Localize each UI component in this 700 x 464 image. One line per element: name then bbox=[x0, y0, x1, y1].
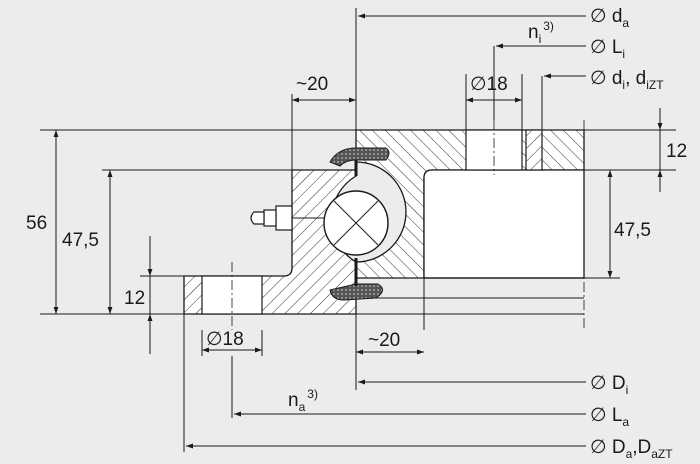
label-l-a: ∅ La bbox=[590, 405, 629, 429]
label-d-a-big: ∅ Da,DaZT bbox=[590, 437, 673, 461]
dim-height-56: 56 bbox=[26, 213, 47, 234]
label-d-i: ∅ di, diZT bbox=[590, 68, 664, 92]
dim-height-12-left: 12 bbox=[124, 288, 145, 309]
label-n-a: na3) bbox=[288, 387, 318, 414]
svg-text:∅ da: ∅ da bbox=[590, 6, 629, 30]
inner-ring bbox=[355, 120, 585, 279]
svg-text:∅ Di: ∅ Di bbox=[590, 373, 628, 397]
dim-height-47-5-left: 47,5 bbox=[62, 230, 99, 251]
label-d-i-big: ∅ Di bbox=[590, 373, 628, 397]
label-d-a: ∅ da bbox=[590, 6, 629, 30]
label-n-i: ni3) bbox=[528, 19, 554, 46]
extension-lines bbox=[40, 8, 676, 452]
dim-top-approx: ~20 bbox=[296, 74, 328, 95]
top-seal bbox=[329, 147, 390, 167]
dim-height-12-right: 12 bbox=[666, 141, 687, 162]
svg-text:∅ Da,DaZT: ∅ Da,DaZT bbox=[590, 437, 673, 461]
dim-height-47-5-right: 47,5 bbox=[614, 220, 651, 241]
svg-text:∅ La: ∅ La bbox=[590, 405, 629, 429]
svg-text:∅ di, diZT: ∅ di, diZT bbox=[590, 68, 664, 92]
dim-hole-bottom: ∅18 bbox=[206, 329, 244, 350]
dim-bottom-approx: ~20 bbox=[368, 330, 400, 351]
dim-hole-top: ∅18 bbox=[470, 74, 508, 95]
svg-text:ni3): ni3) bbox=[528, 19, 554, 46]
outer-ring bbox=[183, 169, 357, 330]
grease-nipple bbox=[250, 205, 324, 231]
svg-text:∅ Li: ∅ Li bbox=[590, 37, 625, 61]
label-l-i: ∅ Li bbox=[590, 37, 625, 61]
ball bbox=[323, 190, 389, 256]
dimension-arrows bbox=[53, 13, 663, 449]
svg-text:na3): na3) bbox=[288, 387, 318, 414]
